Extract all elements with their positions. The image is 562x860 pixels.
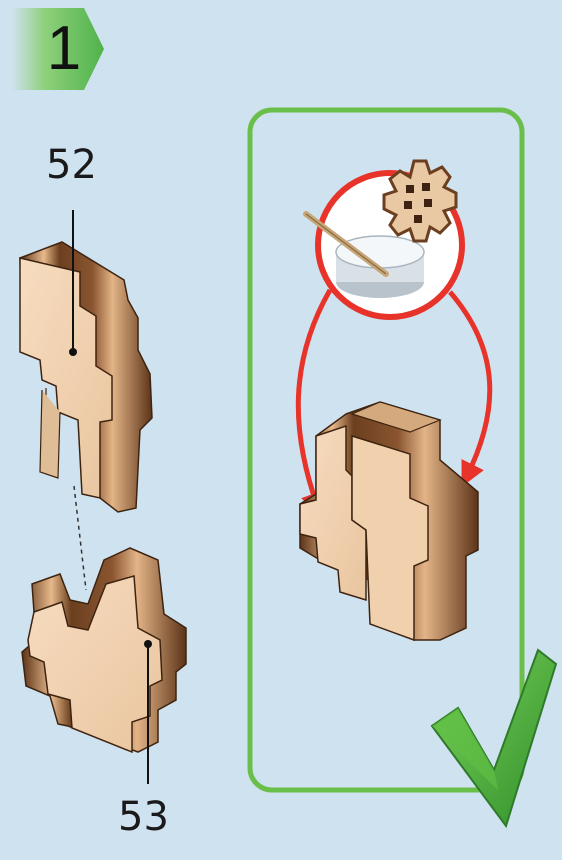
leader-dot-52 xyxy=(69,348,77,356)
alignment-dashed-line xyxy=(74,486,86,590)
part-52-piece xyxy=(20,242,152,512)
checkmark-icon xyxy=(432,650,556,826)
glue-arrow-right xyxy=(450,292,490,478)
assembled-piece xyxy=(300,402,478,640)
part-53-piece xyxy=(22,548,186,752)
